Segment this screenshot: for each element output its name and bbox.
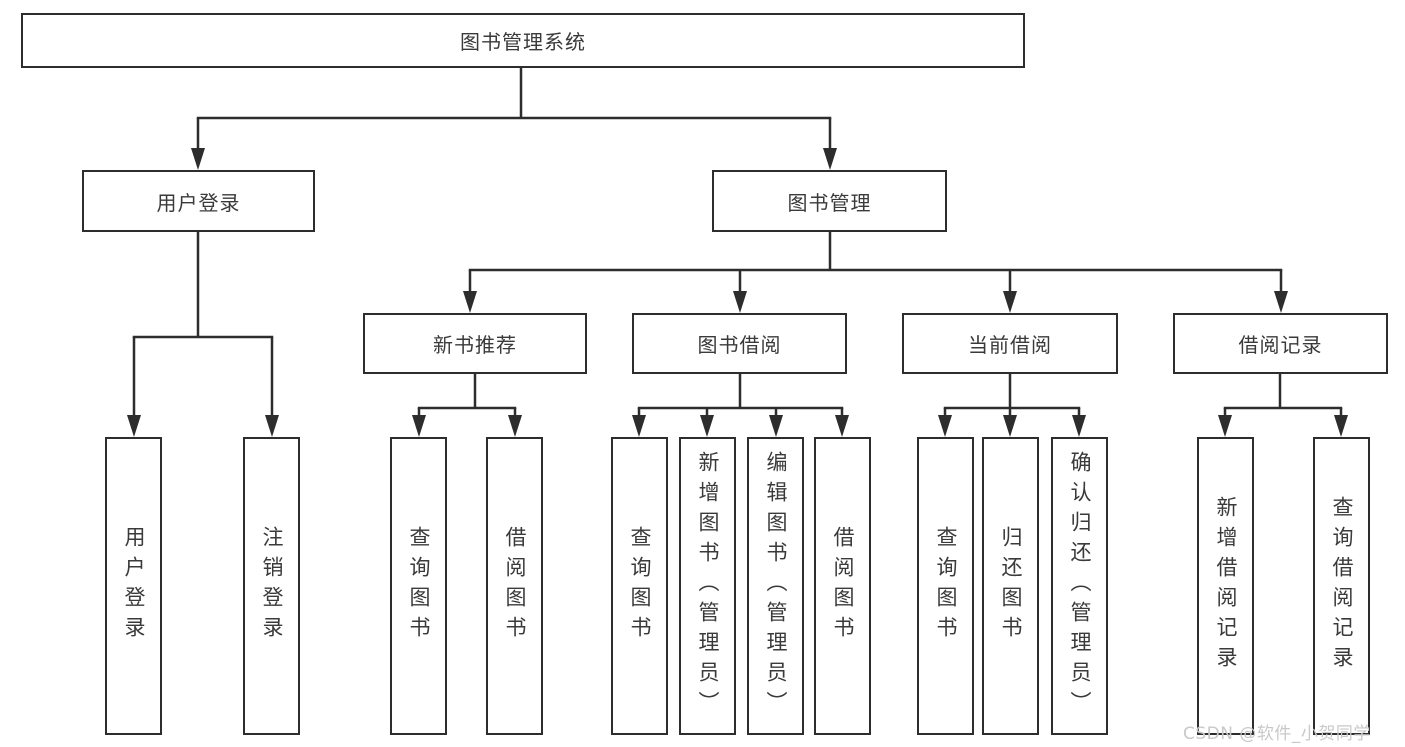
leaf-return-books: 归还图书 — [982, 437, 1039, 735]
node-book-borrow: 图书借阅 — [632, 313, 847, 374]
leaf-borrow-books-recommend: 借阅图书 — [486, 437, 543, 735]
leaf-confirm-return-admin: 确认归还（管理员） — [1051, 437, 1108, 735]
leaf-logout: 注销登录 — [243, 437, 300, 735]
connector-root-to-level2 — [191, 68, 837, 170]
connector-new-book-to-leaves — [412, 374, 522, 437]
node-user-login: 用户登录 — [82, 170, 315, 232]
leaf-query-books-current: 查询图书 — [917, 437, 974, 735]
leaf-user-login: 用户登录 — [105, 437, 162, 735]
csdn-watermark: CSDN @软件_小贺同学 — [1183, 724, 1371, 744]
node-borrow-records: 借阅记录 — [1173, 313, 1388, 374]
node-new-book-recommend: 新书推荐 — [363, 313, 587, 374]
leaf-add-books-admin: 新增图书（管理员） — [679, 437, 736, 735]
connector-user-login-to-leaves — [127, 232, 279, 437]
leaf-query-books-recommend: 查询图书 — [390, 437, 447, 735]
connector-borrow-records-to-leaves — [1218, 374, 1348, 437]
node-book-management: 图书管理 — [712, 170, 947, 232]
connector-current-borrow-to-leaves — [938, 374, 1086, 437]
connector-book-mgmt-to-level3 — [463, 232, 1288, 313]
connector-book-borrow-to-leaves — [632, 374, 849, 437]
leaf-query-books-borrow: 查询图书 — [611, 437, 668, 735]
leaf-add-borrow-record: 新增借阅记录 — [1197, 437, 1254, 735]
leaf-query-borrow-record: 查询借阅记录 — [1313, 437, 1370, 735]
node-library-system: 图书管理系统 — [21, 13, 1025, 68]
leaf-edit-books-admin: 编辑图书（管理员） — [747, 437, 804, 735]
node-current-borrow: 当前借阅 — [902, 313, 1118, 374]
leaf-borrow-books: 借阅图书 — [814, 437, 871, 735]
